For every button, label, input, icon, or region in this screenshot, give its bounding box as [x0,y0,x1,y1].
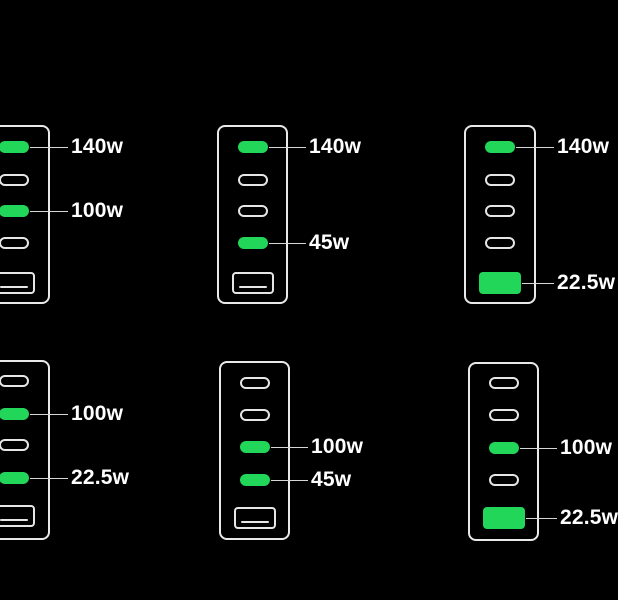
leader-line [270,480,308,481]
leader-line [30,147,68,148]
usb-c-port [237,174,268,186]
usb-c-port-active [0,408,29,420]
usb-c-port-active [237,141,268,153]
charger-4 [0,360,50,540]
charger-1 [0,125,50,304]
usb-c-port [488,474,519,486]
wattage-label: 100w [71,199,124,222]
usb-c-port-active [0,472,29,484]
wattage-label: 140w [71,135,124,158]
usb-c-port [0,375,29,387]
usb-c-port [0,439,29,451]
leader-line [268,243,306,244]
usb-c-port-active [239,441,270,453]
usb-c-port-active [239,474,270,486]
usb-c-port [0,174,29,186]
charger-6 [468,362,539,541]
usb-a-port-active [479,272,521,294]
usb-a-port-active [482,507,525,529]
wattage-label: 22.5w [560,506,618,529]
leader-line [270,447,308,448]
charger-5 [219,361,290,540]
leader-line [525,518,557,519]
usb-a-port [233,507,276,529]
usb-c-port-active [237,237,268,249]
wattage-label: 45w [311,468,352,491]
leader-line [522,283,554,284]
leader-line [519,448,557,449]
usb-c-port [488,377,519,389]
usb-c-port [0,237,29,249]
usb-a-port [0,272,35,294]
usb-c-port-active [0,205,29,217]
wattage-label: 140w [309,135,362,158]
leader-line [268,147,306,148]
wattage-label: 100w [311,435,364,458]
usb-c-port [485,174,515,186]
leader-line [30,211,68,212]
charger-diagram: 140w 100w 140w 45w 140w 22.5w 100w 22.5w 100w 45w… [0,125,618,541]
usb-c-port-active [0,141,29,153]
leader-line [516,147,554,148]
usb-a-port [231,272,274,294]
usb-c-port [485,237,515,249]
wattage-label: 45w [309,231,350,254]
usb-c-port [239,377,270,389]
charger-3 [464,125,536,304]
charger-2 [217,125,288,304]
leader-line [30,414,68,415]
usb-c-port [239,409,270,421]
wattage-label: 22.5w [71,466,130,489]
usb-c-port [237,205,268,217]
usb-c-port [488,409,519,421]
usb-a-port [0,505,35,527]
wattage-label: 100w [71,402,124,425]
usb-c-port-active [485,141,515,153]
wattage-label: 22.5w [557,271,616,294]
wattage-label: 140w [557,135,610,158]
usb-c-port [485,205,515,217]
usb-c-port-active [488,442,519,454]
leader-line [30,478,68,479]
wattage-label: 100w [560,436,613,459]
